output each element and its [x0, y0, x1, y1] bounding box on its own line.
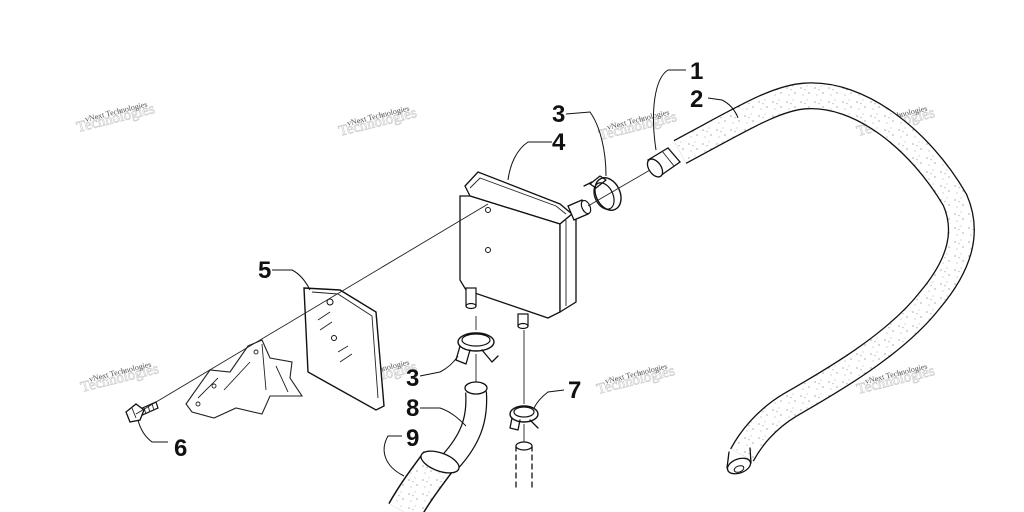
callout-8: 8 — [406, 395, 419, 422]
small-hose — [515, 441, 533, 491]
callout-9: 9 — [406, 425, 419, 452]
watermark: Technologies vNext Technologies — [79, 360, 161, 397]
part-7-clamp — [509, 405, 539, 431]
watermark: Technologies vNext Technologies — [337, 104, 419, 141]
callout-5: 5 — [258, 257, 271, 284]
part-8-hose — [441, 381, 488, 470]
part-3-clamp-lower — [455, 332, 499, 365]
callout-3-lower: 3 — [406, 365, 419, 392]
part-2-hose — [673, 82, 975, 475]
part-6-bolt — [125, 401, 159, 423]
part-4-separator-box — [459, 171, 592, 330]
callout-4: 4 — [552, 129, 566, 156]
callout-3-top: 3 — [552, 101, 565, 128]
part-9-hose — [388, 450, 460, 512]
watermark: Technologies vNext Technologies — [597, 108, 679, 145]
callout-1: 1 — [690, 58, 703, 85]
callout-6: 6 — [174, 435, 187, 462]
callout-2: 2 — [690, 86, 703, 113]
callout-7: 7 — [568, 377, 581, 404]
part-1-fitting — [646, 147, 681, 178]
leader-lines — [137, 69, 739, 477]
watermark: Technologies vNext Technologies — [595, 362, 677, 399]
watermark: Technologies vNext Technologies — [75, 100, 157, 137]
callout-labels: 1 2 3 4 5 3 7 8 9 6 — [174, 58, 703, 462]
mounting-bracket — [185, 339, 304, 419]
alignment-lines — [135, 169, 651, 442]
part-5-gasket-plate — [303, 287, 385, 411]
